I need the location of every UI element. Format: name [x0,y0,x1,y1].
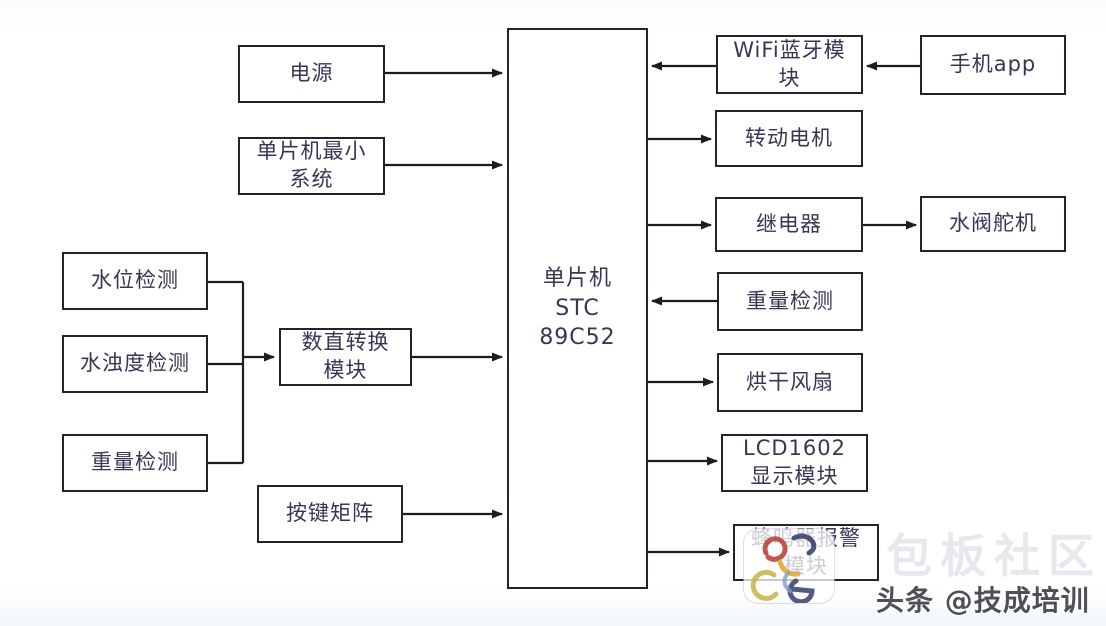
block-turbidity-detect: 水浊度检测 [62,335,208,393]
block-lcd1602-module: LCD1602 显示模块 [721,434,868,492]
block-water-level-detect: 水位检测 [62,252,208,310]
block-water-valve-servo: 水阀舵机 [920,196,1066,252]
block-weight-detect-right: 重量检测 [717,272,863,331]
logo-glyphs-icon [750,533,817,605]
block-mcu-min-system: 单片机最小 系统 [238,137,385,195]
block-weight-detect-left: 重量检测 [62,434,208,492]
block-mcu-stc89c52: 单片机 STC 89C52 [507,28,648,589]
credit-watermark: 头条 @技成培训 [876,584,1090,617]
arrow-group [208,61,920,557]
block-power-supply: 电源 [238,45,385,103]
block-wifi-bt-module: WiFi蓝牙模 块 [716,35,863,94]
community-logo [744,529,834,605]
block-phone-app: 手机app [920,35,1066,95]
block-relay: 继电器 [715,197,863,252]
block-drying-fan: 烘干风扇 [717,353,863,412]
block-rotate-motor: 转动电机 [715,110,863,167]
faint-watermark: 包板社区 [886,529,1102,583]
block-key-matrix: 按键矩阵 [257,485,403,543]
block-adc-module: 数直转换 模块 [279,328,412,386]
